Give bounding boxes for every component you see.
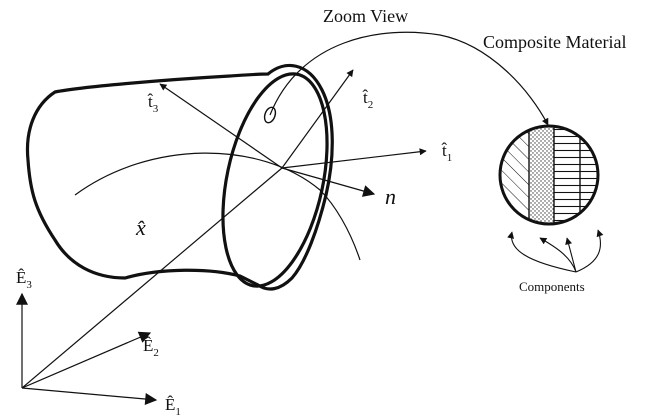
- x-label: x̂: [135, 215, 146, 240]
- t3-label: t̂3: [147, 92, 158, 115]
- composite-material-label: Composite Material: [483, 32, 626, 52]
- position-vector: [21, 167, 283, 389]
- composite-circle: [498, 124, 600, 226]
- body-outline: [25, 64, 334, 291]
- cross-section: [221, 72, 329, 288]
- components-label: Components: [519, 279, 585, 294]
- t1-vector: [281, 148, 427, 169]
- E1-vector: [21, 387, 158, 406]
- t2-vector: [281, 69, 354, 169]
- E1-label: Ê1: [165, 395, 181, 416]
- n-label: n: [385, 184, 396, 209]
- E3-label: Ê3: [16, 268, 32, 291]
- t3-vector: [159, 83, 283, 169]
- zoom-arc-arrow: [269, 31, 549, 126]
- E2-vector: [21, 331, 152, 389]
- t1-label: t̂1: [441, 141, 452, 164]
- surface-curve: [74, 152, 361, 261]
- E2-label: Ê2: [143, 336, 159, 359]
- component-arrows: [507, 229, 604, 273]
- t2-label: t̂2: [362, 88, 373, 111]
- normal-vector: [281, 167, 376, 197]
- zoom-view-label: Zoom View: [323, 6, 408, 26]
